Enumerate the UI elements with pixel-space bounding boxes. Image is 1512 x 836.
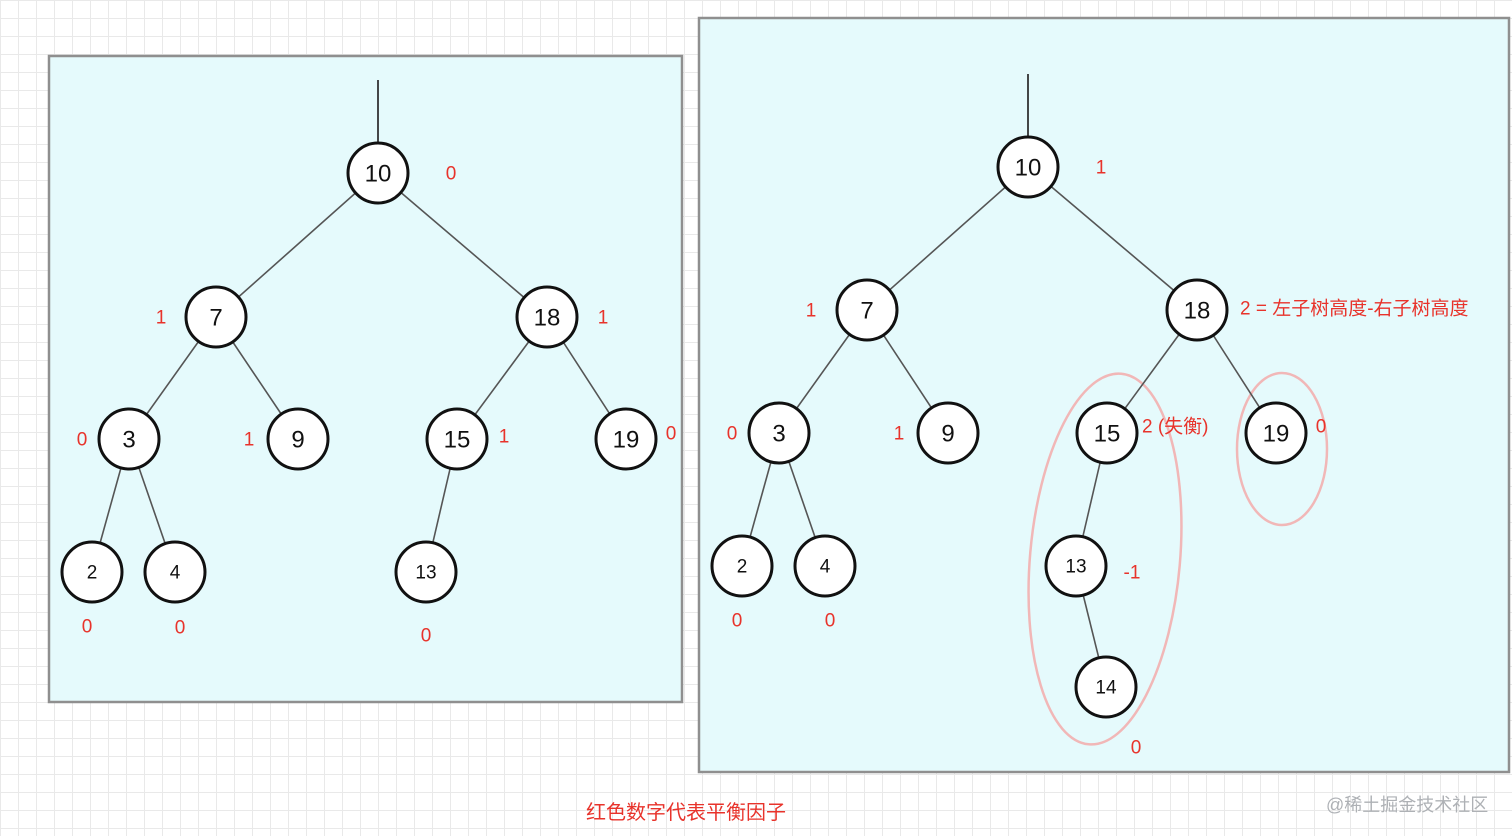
node-label: 2 — [737, 557, 748, 578]
before-node-18: 18 — [515, 285, 579, 349]
before-node-7: 7 — [184, 285, 248, 349]
after-node-9: 9 — [916, 401, 980, 465]
before-balance-factor-10: 0 — [446, 164, 457, 185]
after-balance-factor-18: 2 = 左子树高度-右子树高度 — [1240, 298, 1469, 320]
node-circle — [97, 407, 161, 471]
after-node-2: 2 — [710, 534, 774, 598]
after-node-4: 4 — [793, 534, 857, 598]
node-label: 7 — [860, 298, 873, 325]
after-edge-n10-n18 — [1027, 166, 1198, 311]
node-circle — [60, 540, 124, 604]
before-node-2: 2 — [60, 540, 124, 604]
node-circle — [1074, 655, 1138, 719]
after-node-10: 10 — [996, 135, 1060, 199]
before-node-13: 13 — [394, 540, 458, 604]
node-circle — [1044, 534, 1108, 598]
before-edge-n10-n7 — [215, 172, 379, 318]
node-label: 2 — [87, 563, 98, 584]
before-balance-factor-7: 1 — [156, 308, 167, 329]
node-label: 9 — [291, 427, 304, 454]
before-balance-factor-4: 0 — [175, 618, 186, 639]
after-node-15: 15 — [1075, 401, 1139, 465]
right-subtree-highlight — [1235, 371, 1329, 527]
node-circle — [266, 407, 330, 471]
after-balance-factor-4: 0 — [825, 611, 836, 632]
before-node-10: 10 — [346, 141, 410, 205]
after-node-14: 14 — [1074, 655, 1138, 719]
before-balance-factor-3: 0 — [77, 430, 88, 451]
node-circle — [594, 407, 658, 471]
node-circle — [346, 141, 410, 205]
node-label: 3 — [772, 421, 785, 448]
node-label: 15 — [1094, 421, 1121, 448]
before-balance-factor-2: 0 — [82, 617, 93, 638]
node-label: 14 — [1095, 678, 1117, 699]
after-balance-factor-15: 2 (失衡) — [1142, 416, 1209, 438]
node-label: 3 — [122, 427, 135, 454]
after-balance-factor-13: -1 — [1124, 563, 1141, 584]
before-edge-n10-n18 — [377, 172, 548, 318]
before-balance-factor-18: 1 — [598, 308, 609, 329]
before-balance-factor-15: 1 — [499, 427, 510, 448]
node-label: 9 — [941, 421, 954, 448]
node-label: 18 — [534, 305, 561, 332]
after-balance-factor-10: 1 — [1096, 158, 1107, 179]
node-circle — [1075, 401, 1139, 465]
node-label: 18 — [1184, 298, 1211, 325]
node-label: 10 — [365, 161, 392, 188]
node-circle — [143, 540, 207, 604]
after-node-19: 19 — [1244, 401, 1308, 465]
before-node-3: 3 — [97, 407, 161, 471]
node-label: 19 — [1263, 421, 1290, 448]
node-label: 13 — [1065, 557, 1086, 578]
before-node-19: 19 — [594, 407, 658, 471]
after-insert-panel — [697, 16, 1511, 774]
node-circle — [916, 401, 980, 465]
diagram-caption: 红色数字代表平衡因子 — [586, 802, 786, 824]
after-balance-factor-2: 0 — [732, 611, 743, 632]
node-label: 4 — [820, 557, 831, 578]
node-label: 13 — [415, 563, 436, 584]
node-circle — [1244, 401, 1308, 465]
node-circle — [835, 278, 899, 342]
node-circle — [1165, 278, 1229, 342]
after-node-7: 7 — [835, 278, 899, 342]
after-edge-n10-n7 — [866, 166, 1029, 311]
node-label: 10 — [1015, 155, 1042, 182]
after-node-3: 3 — [747, 401, 811, 465]
watermark: @稀土掘金技术社区 — [1326, 795, 1489, 815]
before-balance-factor-13: 0 — [421, 626, 432, 647]
before-balance-factor-19: 0 — [666, 424, 677, 445]
after-balance-factor-9: 1 — [894, 424, 905, 445]
node-label: 19 — [613, 427, 640, 454]
node-label: 7 — [209, 305, 222, 332]
node-label: 4 — [170, 563, 181, 584]
before-node-4: 4 — [143, 540, 207, 604]
after-balance-factor-3: 0 — [727, 424, 738, 445]
node-circle — [996, 135, 1060, 199]
node-label: 15 — [444, 427, 471, 454]
node-circle — [425, 407, 489, 471]
node-circle — [394, 540, 458, 604]
node-circle — [747, 401, 811, 465]
left-subtree-highlight — [1027, 372, 1183, 746]
after-node-18: 18 — [1165, 278, 1229, 342]
after-node-13: 13 — [1044, 534, 1108, 598]
before-balance-factor-9: 1 — [244, 430, 255, 451]
before-node-15: 15 — [425, 407, 489, 471]
after-balance-factor-7: 1 — [806, 301, 817, 322]
after-balance-factor-19: 0 — [1316, 417, 1327, 438]
before-node-9: 9 — [266, 407, 330, 471]
node-circle — [515, 285, 579, 349]
node-circle — [710, 534, 774, 598]
node-circle — [793, 534, 857, 598]
node-circle — [184, 285, 248, 349]
after-balance-factor-14: 0 — [1131, 738, 1142, 759]
